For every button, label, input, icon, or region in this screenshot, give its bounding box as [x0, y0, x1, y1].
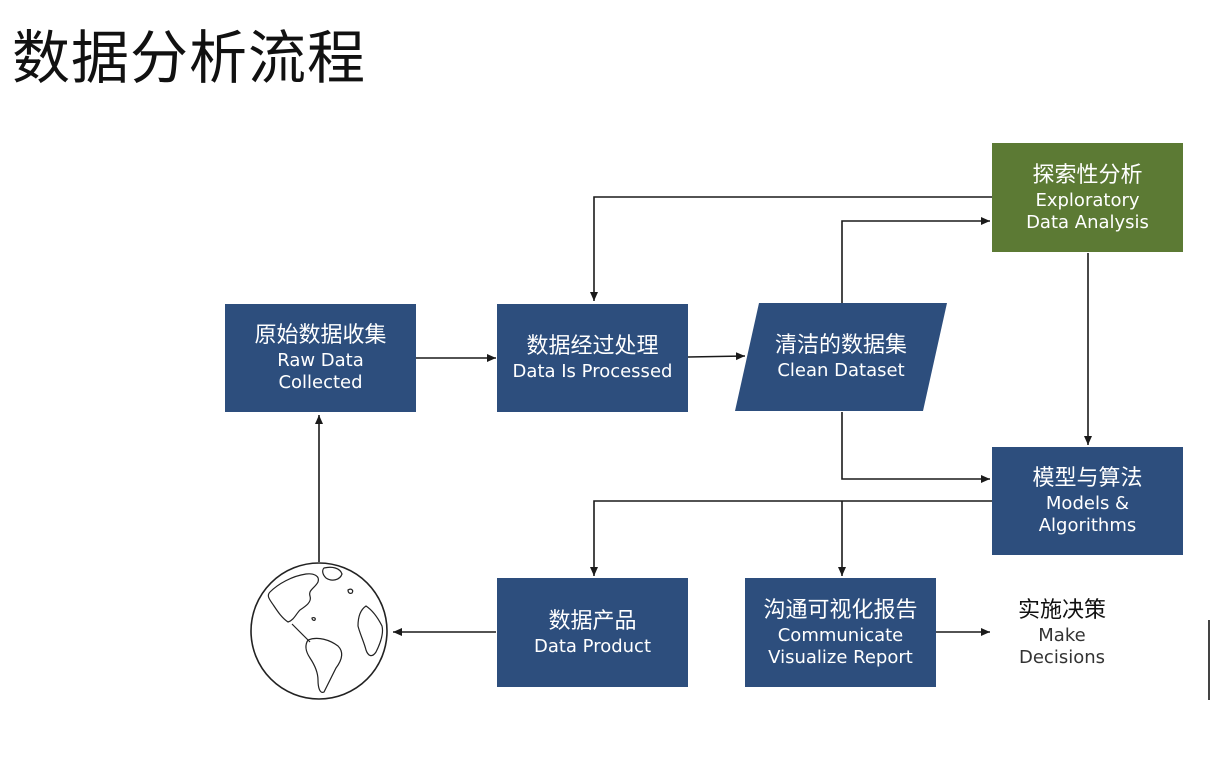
node-processed: 数据经过处理 Data Is Processed — [497, 304, 688, 412]
node-models-en-line2: Algorithms — [1038, 515, 1137, 536]
arrow-eda-to-processed — [590, 196, 992, 301]
node-communicate: 沟通可视化报告 Communicate Visualize Report — [745, 578, 936, 687]
node-models-en-line1: Models & — [1045, 493, 1130, 514]
node-data-product: 数据产品 Data Product — [497, 578, 688, 687]
node-models: 模型与算法 Models & Algorithms — [992, 447, 1183, 555]
page-title: 数据分析流程 — [12, 24, 367, 92]
node-communicate-en-line1: Communicate — [777, 624, 904, 646]
node-eda: 探索性分析 Exploratory Data Analysis — [992, 143, 1183, 252]
node-data-product-en: Data Product — [533, 635, 652, 657]
node-processed-en: Data Is Processed — [512, 361, 673, 382]
arrow-processed-to-clean — [687, 352, 746, 361]
node-clean-dataset: 清洁的数据集 Clean Dataset — [735, 303, 947, 411]
node-processed-zh: 数据经过处理 — [526, 334, 659, 359]
arrow-models-to-product — [590, 500, 992, 576]
node-communicate-en-line2: Visualize Report — [768, 646, 913, 668]
slide-edge-divider — [1208, 620, 1210, 700]
globe-icon — [250, 562, 388, 700]
node-raw-data-zh: 原始数据收集 — [254, 323, 387, 348]
node-raw-data: 原始数据收集 Raw Data Collected — [225, 304, 416, 412]
node-decisions-en-line2: Decisions — [1018, 647, 1105, 668]
arrow-clean-to-eda — [841, 217, 990, 303]
node-communicate-zh: 沟通可视化报告 — [763, 597, 918, 623]
node-decisions-zh: 实施决策 — [1017, 598, 1106, 623]
node-models-zh: 模型与算法 — [1032, 466, 1143, 491]
node-eda-en-line1: Exploratory — [1035, 189, 1140, 211]
node-eda-zh: 探索性分析 — [1032, 162, 1143, 188]
node-decisions: 实施决策 Make Decisions — [1000, 597, 1124, 669]
node-data-product-zh: 数据产品 — [548, 608, 637, 634]
node-clean-dataset-zh: 清洁的数据集 — [774, 333, 907, 358]
parallelogram-shape — [735, 303, 947, 411]
node-decisions-en-line1: Make — [1038, 625, 1086, 646]
node-raw-data-en-line1: Raw Data — [277, 350, 364, 371]
node-raw-data-en-line2: Collected — [278, 372, 363, 393]
node-eda-en-line2: Data Analysis — [1026, 211, 1149, 233]
node-clean-dataset-en: Clean Dataset — [777, 360, 905, 381]
arrow-clean-to-models — [841, 412, 990, 483]
